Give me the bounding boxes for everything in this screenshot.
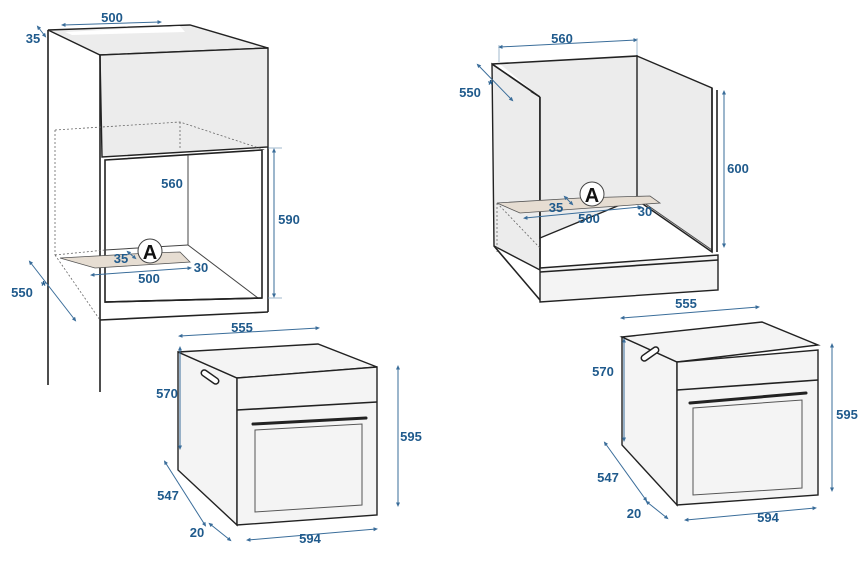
marker-a: A	[585, 185, 599, 207]
oven-niche	[104, 149, 263, 303]
dim-cabinet-depth	[476, 63, 514, 102]
marker-a-circle	[579, 181, 605, 207]
right-underbench-cabinet: A 560 550 * 600 35 500 30	[459, 31, 749, 303]
dim-oven-width	[620, 305, 760, 320]
dim-front-width	[246, 527, 378, 542]
label-cutout-offset: 30	[638, 204, 652, 219]
dim-front-thickness	[645, 500, 669, 520]
cabinet-upper-front	[99, 47, 269, 158]
dim-oven-depth	[603, 441, 648, 502]
label-cutout-depth: 35	[114, 251, 128, 266]
dim-cabinet-depth	[28, 260, 77, 322]
marker-a-circle	[137, 238, 163, 264]
right-oven: 555 570 595 547 20 594	[592, 296, 858, 525]
dim-cutout-width	[523, 205, 642, 220]
dim-cutout-depth	[126, 250, 137, 260]
oven-side-vent	[640, 346, 660, 362]
dim-cutout-width	[90, 266, 192, 277]
oven-side	[621, 335, 678, 507]
label-niche-height: 600	[727, 161, 749, 176]
label-oven-height: 570	[156, 386, 178, 401]
label-cutout-depth: 35	[549, 200, 563, 215]
label-front-thickness: 20	[190, 525, 204, 540]
dim-oven-depth	[163, 460, 207, 527]
left-oven: 555 570 595 547 20 594	[156, 320, 422, 546]
oven-front	[676, 349, 819, 506]
dim-oven-width	[178, 326, 320, 338]
label-front-height: 595	[836, 407, 858, 422]
oven-side-vent	[200, 369, 220, 385]
label-oven-width: 555	[675, 296, 697, 311]
dim-top-vent-width	[61, 20, 162, 27]
oven-door-handle	[688, 391, 808, 405]
label-top-vent-depth: 35	[26, 31, 40, 46]
label-cutout-width: 500	[138, 271, 160, 286]
label-cabinet-depth-note: *	[488, 77, 494, 92]
cabinet-plinth	[539, 254, 719, 303]
left-column-cabinet: A 500 35 560 590 35 500 30 550 *	[11, 10, 300, 392]
label-niche-width: 560	[161, 176, 183, 191]
label-oven-depth: 547	[157, 488, 179, 503]
label-top-vent-width: 500	[101, 10, 123, 25]
dim-front-width	[684, 506, 817, 522]
dim-cutout-depth	[563, 195, 574, 206]
label-front-thickness: 20	[627, 506, 641, 521]
dim-front-thickness	[208, 522, 232, 542]
oven-door-window	[692, 399, 803, 496]
label-front-width: 594	[757, 510, 779, 525]
cabinet-right-panel	[636, 54, 713, 254]
oven-top	[619, 321, 821, 363]
label-front-width: 594	[299, 531, 321, 546]
label-cabinet-depth-note: *	[41, 278, 47, 293]
label-front-height: 595	[400, 429, 422, 444]
label-cabinet-depth: 550	[11, 285, 33, 300]
oven-front	[236, 366, 378, 526]
label-oven-width: 555	[231, 320, 253, 335]
label-cutout-offset: 30	[194, 260, 208, 275]
label-oven-depth: 547	[597, 470, 619, 485]
label-niche-height: 590	[278, 212, 300, 227]
label-cutout-width: 500	[578, 211, 600, 226]
oven-door-handle	[251, 416, 368, 426]
label-oven-height: 570	[592, 364, 614, 379]
cabinet-left-panel	[491, 62, 541, 272]
oven-door-window	[254, 423, 363, 513]
marker-a: A	[143, 242, 157, 264]
dim-niche-width	[498, 38, 638, 49]
dim-top-vent-depth	[36, 25, 47, 38]
label-niche-width: 560	[551, 31, 573, 46]
label-cabinet-depth: 550	[459, 85, 481, 100]
